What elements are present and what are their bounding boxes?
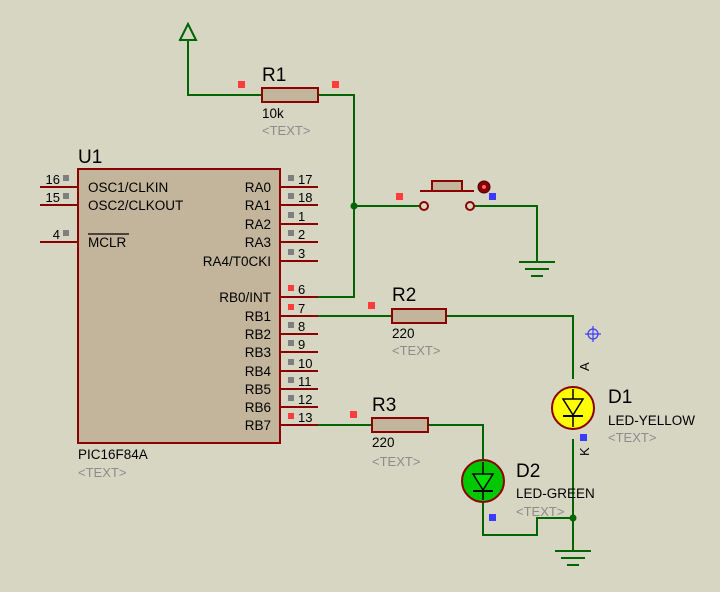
power-terminal[interactable]: [178, 21, 198, 42]
ground-symbol-led[interactable]: [555, 550, 591, 566]
d1-part: LED-YELLOW: [608, 413, 695, 428]
wire-d2-ground[interactable]: [482, 503, 574, 536]
wire-r3-d2[interactable]: [427, 424, 484, 459]
wire-r2-d1[interactable]: [445, 315, 574, 379]
u1-left-pin-number: 4: [53, 227, 60, 242]
pin-marker: [288, 322, 294, 328]
u1-right-pin-label: RB5: [245, 382, 271, 397]
resistor-r3[interactable]: R3 220 <TEXT>: [350, 395, 429, 469]
pin-marker: [288, 249, 294, 255]
u1-right-pin-number: 12: [298, 392, 312, 407]
u1-right-pin-number: 3: [298, 246, 305, 261]
pin-marker: [288, 359, 294, 365]
u1-right-pin-label: RB2: [245, 327, 271, 342]
u1-right-pin-label: RA2: [245, 217, 271, 232]
u1-right-pin-number: 17: [298, 172, 312, 187]
resistor-r2[interactable]: R2 220 <TEXT>: [368, 285, 447, 358]
u1-right-pin-number: 10: [298, 356, 312, 371]
pin-marker: [288, 413, 294, 419]
resistor-r1[interactable]: R1 10k <TEXT>: [238, 65, 339, 138]
pin-marker: [288, 304, 294, 310]
u1-right-pin-label: RA0: [245, 180, 271, 195]
pin-marker: [288, 377, 294, 383]
crosshair-icon: [585, 326, 601, 342]
pin-marker: [288, 285, 294, 291]
u1-right-pin-label: RB1: [245, 309, 271, 324]
u1-right-pin-number: 1: [298, 209, 305, 224]
wire-button-ground[interactable]: [473, 205, 538, 263]
led-d1[interactable]: D1 LED-YELLOW <TEXT> A K: [551, 362, 695, 456]
led-d2[interactable]: D2 LED-GREEN <TEXT>: [461, 459, 595, 521]
pin-marker: [396, 193, 403, 200]
u1-right-pin-number: 6: [298, 282, 305, 297]
u1-left-pin-label: MCLR: [88, 235, 127, 250]
junction-dot: [569, 514, 577, 522]
u1-right-pin-label: RB0/INT: [219, 290, 271, 305]
u1-right-pin-number: 18: [298, 190, 312, 205]
pin-marker: [238, 81, 245, 88]
r3-ref: R3: [372, 395, 396, 416]
r2-ref: R2: [392, 285, 416, 306]
u1-right-pin-label: RB3: [245, 345, 271, 360]
pin-marker: [288, 340, 294, 346]
d2-text: <TEXT>: [516, 504, 564, 519]
d1-ref: D1: [608, 387, 632, 408]
d2-ref: D2: [516, 461, 540, 482]
pin-marker: [489, 514, 496, 521]
u1-left-pin-label: OSC1/CLKIN: [88, 180, 168, 195]
u1-pins: 16OSC1/CLKIN15OSC2/CLKOUT4MCLR17RA018RA1…: [40, 172, 318, 433]
pin-marker: [489, 193, 496, 200]
pin-marker: [288, 395, 294, 401]
d1-anode-label: A: [577, 362, 592, 371]
u1-right-pin-label: RA4/T0CKI: [203, 254, 271, 269]
r1-ref: R1: [262, 65, 286, 86]
wire-power-r1[interactable]: [187, 39, 263, 96]
u1-right-pin-number: 13: [298, 410, 312, 425]
pin-marker: [350, 411, 357, 418]
u1-left-pin-number: 15: [46, 190, 60, 205]
pin-marker: [63, 193, 69, 199]
r3-value: 220: [372, 435, 395, 450]
u1-right-pin-label: RB4: [245, 364, 272, 379]
pin-marker: [288, 230, 294, 236]
u1-right-pin-number: 8: [298, 319, 305, 334]
push-button[interactable]: [396, 180, 496, 211]
d2-part: LED-GREEN: [516, 486, 595, 501]
pin-marker: [63, 175, 69, 181]
u1-left-pin-label: OSC2/CLKOUT: [88, 198, 183, 213]
pin-marker: [63, 230, 69, 236]
u1-ref: U1: [78, 147, 102, 168]
u1-right-pin-number: 9: [298, 337, 305, 352]
r2-text: <TEXT>: [392, 343, 440, 358]
u1-right-pin-number: 2: [298, 227, 305, 242]
u1-right-pin-label: RB6: [245, 400, 271, 415]
pin-marker: [288, 193, 294, 199]
pin-marker: [332, 81, 339, 88]
pin-marker: [368, 302, 375, 309]
d1-text: <TEXT>: [608, 430, 656, 445]
u1-right-pin-label: RB7: [245, 418, 271, 433]
u1-part: PIC16F84A: [78, 447, 148, 462]
u1-right-pin-label: RA1: [245, 198, 271, 213]
pin-marker: [580, 434, 587, 441]
r1-text: <TEXT>: [262, 123, 310, 138]
u1-right-pin-number: 11: [298, 374, 312, 389]
pin-marker: [288, 175, 294, 181]
r2-value: 220: [392, 326, 415, 341]
u1-text: <TEXT>: [78, 465, 126, 480]
d1-cathode-label: K: [577, 447, 592, 456]
ground-symbol-button[interactable]: [519, 261, 555, 277]
u1-right-pin-number: 7: [298, 301, 305, 316]
r1-value: 10k: [262, 106, 284, 121]
pin-marker: [288, 212, 294, 218]
u1-left-pin-number: 16: [46, 172, 60, 187]
microcontroller-u1[interactable]: U1 PIC16F84A <TEXT>: [77, 147, 281, 480]
u1-right-pin-label: RA3: [245, 235, 271, 250]
junction-dot: [350, 202, 358, 210]
r3-text: <TEXT>: [372, 454, 420, 469]
